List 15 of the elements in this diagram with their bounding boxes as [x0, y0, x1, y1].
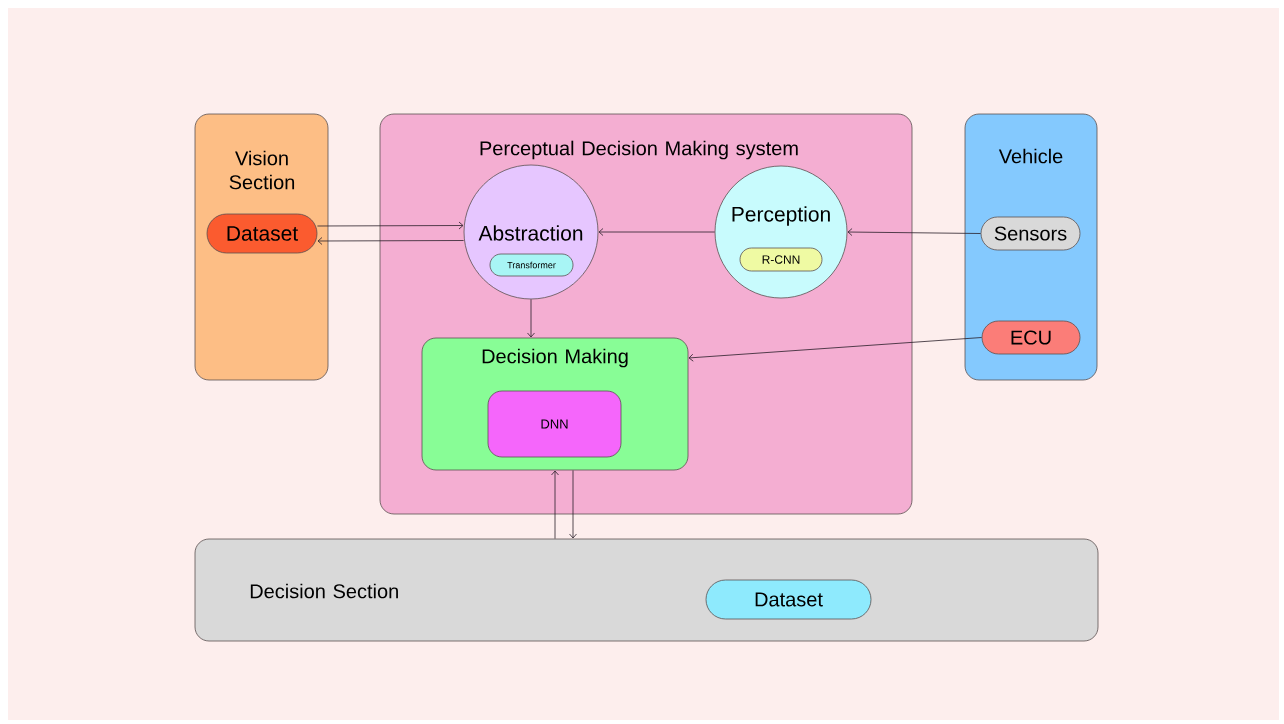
dataset-pill: Dataset — [206, 213, 318, 254]
ecu-pill: ECU — [981, 320, 1081, 355]
dataset-pill: Dataset — [705, 579, 872, 620]
arrow — [847, 228, 981, 236]
model-box: DNN — [487, 390, 622, 458]
arrow — [317, 237, 464, 245]
arrow — [527, 299, 535, 338]
arrow — [598, 228, 715, 236]
model-pill: Transformer — [489, 253, 574, 277]
arrow — [317, 221, 464, 230]
arrow — [688, 337, 982, 362]
model-pill: R-CNN — [739, 247, 823, 272]
sensor-pill: Sensors — [980, 216, 1081, 251]
arrow — [551, 470, 559, 539]
arrow — [569, 470, 577, 539]
